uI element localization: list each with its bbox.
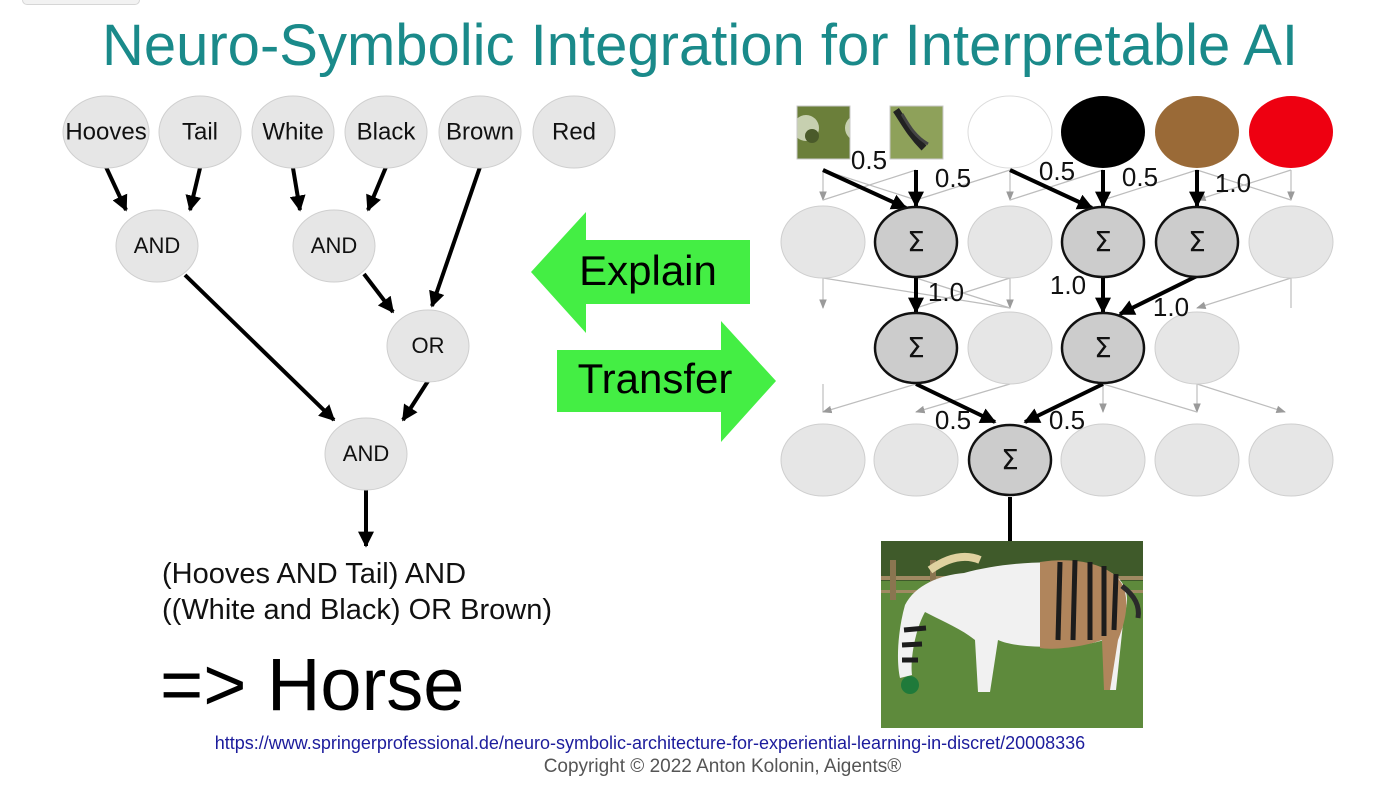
- sigma-node-l2-a: Σ: [873, 311, 959, 385]
- sigma-node-output: Σ: [967, 423, 1053, 497]
- and-node-root: AND: [324, 417, 408, 491]
- sigma-symbol: Σ: [1001, 443, 1019, 476]
- input-black-node: [1061, 96, 1145, 168]
- transfer-label: Transfer: [578, 355, 733, 402]
- feature-node-hooves: Hooves: [62, 95, 150, 169]
- edge-white-sigma: [1009, 168, 1094, 210]
- copyright-notice: Copyright © 2022 Anton Kolonin, Aigents®: [543, 756, 902, 777]
- weight-label: 1.0: [1215, 168, 1251, 198]
- sigma-node-l1-b: Σ: [1060, 205, 1146, 279]
- hidden-node: [967, 205, 1053, 279]
- hidden-node: [1248, 423, 1334, 497]
- hidden-node: [780, 205, 866, 279]
- weight-label: 1.0: [1050, 270, 1086, 300]
- rule-line-1: (Hooves AND Tail) AND: [162, 558, 467, 590]
- feature-node-red: Red: [532, 95, 616, 169]
- sigma-symbol: Σ: [1188, 225, 1206, 258]
- and-node-left: AND: [115, 209, 199, 283]
- sigma-symbol: Σ: [907, 331, 925, 364]
- feature-label: Red: [552, 118, 596, 145]
- weight-label: 0.5: [1039, 156, 1075, 186]
- sigma-node-l1-c: Σ: [1154, 205, 1240, 279]
- operator-label: AND: [134, 233, 180, 258]
- feature-node-black: Black: [344, 95, 428, 169]
- weight-label: 0.5: [1122, 162, 1158, 192]
- transfer-arrow: Transfer: [557, 321, 776, 442]
- sigma-node-l2-b: Σ: [1060, 311, 1146, 385]
- operator-label: AND: [343, 441, 389, 466]
- feature-label: Brown: [446, 118, 514, 145]
- feature-label: Tail: [182, 118, 218, 145]
- weight-label: 1.0: [928, 277, 964, 307]
- hidden-node: [873, 423, 959, 497]
- input-hooves-image: [796, 105, 851, 160]
- operator-label: AND: [311, 233, 357, 258]
- feature-label: White: [262, 118, 323, 145]
- hidden-node: [1154, 311, 1240, 385]
- edge-and-root: [183, 273, 336, 422]
- edge-hooves-and: [104, 166, 128, 212]
- sigma-node-l1-a: Σ: [873, 205, 959, 279]
- sigma-symbol: Σ: [1094, 225, 1112, 258]
- feature-node-brown: Brown: [438, 95, 522, 169]
- edge-l1-l2-right: [1118, 274, 1198, 316]
- sigma-symbol: Σ: [1094, 331, 1112, 364]
- sigma-symbol: Σ: [907, 225, 925, 258]
- edge-and-or: [362, 272, 395, 314]
- source-link[interactable]: https://www.springerprofessional.de/neur…: [214, 733, 1086, 753]
- symbolic-tree: Hooves Tail White Black Brown Red AND: [62, 95, 616, 548]
- hidden-node: [967, 311, 1053, 385]
- or-node: OR: [386, 309, 470, 383]
- feature-label: Black: [357, 118, 417, 145]
- weight-label: 0.5: [1049, 405, 1085, 435]
- explain-label: Explain: [579, 247, 717, 294]
- edge-brown-or: [429, 166, 482, 308]
- feature-node-white: White: [251, 95, 335, 169]
- edge-l2-out-right: [1023, 382, 1104, 424]
- feature-label: Hooves: [65, 118, 146, 145]
- hidden-node: [1154, 423, 1240, 497]
- input-brown-node: [1155, 96, 1239, 168]
- hidden-node: [780, 423, 866, 497]
- weight-label: 0.5: [935, 163, 971, 193]
- hidden-node: [1060, 423, 1146, 497]
- hidden-node: [1248, 205, 1334, 279]
- edge-white-and: [289, 167, 306, 212]
- edge-hooves-sigma: [822, 168, 908, 210]
- neural-network: Σ Σ Σ Σ Σ Σ 0: [780, 95, 1334, 562]
- weight-label: 0.5: [851, 145, 887, 175]
- zebra-horse-photo: [881, 541, 1143, 728]
- edge-tail-and: [185, 167, 202, 212]
- input-white-node: [967, 95, 1053, 169]
- feature-node-tail: Tail: [158, 95, 242, 169]
- edge-l2-out-left: [915, 382, 997, 424]
- operator-label: OR: [412, 333, 445, 358]
- background-connections: [819, 169, 1295, 414]
- rule-line-2: ((White and Black) OR Brown): [162, 594, 552, 626]
- input-tail-image: [889, 105, 944, 160]
- input-red-node: [1249, 96, 1333, 168]
- weight-label: 0.5: [935, 405, 971, 435]
- and-node-right: AND: [292, 209, 376, 283]
- result-text: => Horse: [160, 643, 465, 726]
- explain-arrow: Explain: [531, 212, 750, 333]
- edge-or-root: [401, 379, 430, 422]
- edge-black-and: [366, 166, 388, 212]
- weight-label: 1.0: [1153, 292, 1189, 322]
- slide-title: Neuro-Symbolic Integration for Interpret…: [101, 13, 1299, 78]
